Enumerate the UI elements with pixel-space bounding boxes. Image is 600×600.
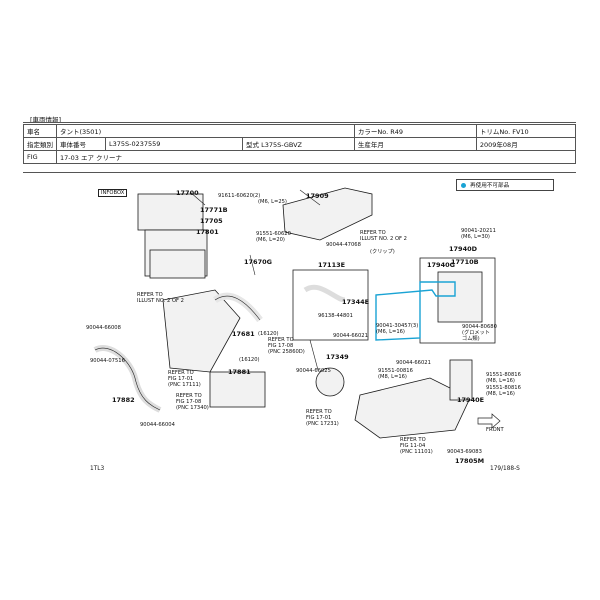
part-17940d: 17940D — [449, 245, 478, 253]
bracket-17940e — [449, 359, 473, 401]
leader — [249, 254, 256, 276]
part-91551: 91551-60620 (M6, L=20) — [256, 231, 291, 243]
part-90041-30457: 90041-30457(3) (M6, L=16) — [376, 323, 419, 335]
page-code-left: 1TL3 — [90, 466, 105, 472]
part-17681: 17681 — [232, 330, 255, 338]
refer-illust-2b: REFER TO ILLUST NO. 2 OF 2 — [137, 292, 184, 304]
part-90044-47068: 90044-47068 — [326, 242, 361, 248]
part-90044-07516: 90044-07516 — [90, 358, 125, 364]
intake-manifold — [162, 289, 241, 373]
part-17705: 17705 — [200, 217, 223, 225]
refer-11-04: REFER TO FIG 11-04 (PNC 11101) — [400, 437, 433, 455]
page-code-right: 179/188-S — [490, 466, 520, 472]
part-17881: 17881 — [228, 368, 251, 376]
turbo-17349 — [315, 367, 345, 397]
part-17349: 17349 — [326, 353, 349, 361]
intercooler-17940d — [437, 271, 483, 323]
cylinder-head — [354, 377, 471, 439]
part-17670g: 17670G — [244, 258, 272, 266]
leader — [189, 191, 206, 206]
fig-value: 17-03 エア クリーナ — [56, 150, 576, 164]
part-17940e: 17940E — [457, 396, 485, 404]
part-90044-80680: 90044-80680 (グロメット ゴム類) — [462, 324, 497, 342]
part-17882: 17882 — [112, 396, 135, 404]
section-title: [車両情報] — [30, 116, 62, 124]
part-90044-66008: 90044-66008 — [86, 325, 121, 331]
part-91611: 91611-60620(2) — [218, 193, 261, 199]
air-filter — [149, 249, 206, 279]
legend-reuse: 再使用不可部品 — [456, 179, 554, 191]
part-16120b: (16120) — [239, 357, 260, 363]
divider — [23, 122, 576, 123]
part-90044-66025: 90044-66025 — [296, 368, 331, 374]
refer-17-01a: REFER TO FIG 17-01 (PNC 17111) — [168, 370, 201, 388]
leader — [309, 339, 319, 371]
part-17771b: 17771B — [200, 206, 228, 214]
air-cleaner-cap — [137, 193, 204, 231]
engine-cover — [282, 187, 373, 241]
refer-17-01b: REFER TO FIG 17-01 (PNC 17231) — [306, 409, 339, 427]
part-90044-66021: 90044-66021 — [333, 333, 368, 339]
front-arrow-icon — [477, 413, 501, 429]
box-17113e — [292, 269, 369, 341]
reuse-outline — [375, 281, 456, 341]
part-90041-20211: 90041-20211 (M6, L=30) — [461, 228, 496, 240]
hose-17344e — [303, 284, 346, 303]
part-17113e: 17113E — [318, 261, 346, 269]
front-label: FRONT — [486, 427, 504, 433]
part-91551-80816b: 91551-80816 (M8, L=16) — [486, 385, 521, 397]
part-96138: 96138-44801 — [318, 313, 353, 319]
infobox: INFOBOX — [98, 189, 128, 197]
part-90044-66004: 90044-66004 — [140, 422, 175, 428]
part-90044-66021b: 90044-66021 — [396, 360, 431, 366]
part-17344e: 17344E — [342, 298, 370, 306]
part-17909: 17909 — [306, 192, 329, 200]
hose-1-outline — [214, 295, 261, 321]
legend-dot-icon — [461, 182, 466, 188]
part-17805m: 17805M — [455, 457, 485, 465]
type-label: 型式 — [246, 141, 259, 149]
part-17801: 17801 — [196, 228, 219, 236]
divider — [23, 172, 576, 173]
refer-illust-2: REFER TO ILLUST NO. 2 OF 2 — [360, 230, 407, 242]
part-17700: 17700 — [176, 189, 199, 197]
vehicle-info-table: 車名 タント(3501) カラーNo. R49 トリムNo. FV10 指定類別… — [23, 124, 577, 164]
refer-17-08b: REFER TO FIG 17-08 (PNC 17340) — [176, 393, 209, 411]
part-17710b: 17710B — [451, 258, 479, 266]
part-m6l25: (M6, L=25) — [258, 199, 287, 205]
refer-17-08: REFER TO FIG 17-08 (PNC 25860D) — [268, 337, 305, 355]
part-91551-00816: 91551-00816 (M8, L=16) — [378, 368, 413, 380]
legend-text: 再使用不可部品 — [470, 183, 510, 189]
part-90043-69083: 90043-69083 — [447, 449, 482, 455]
part-17940g: 17940G — [427, 261, 455, 269]
part-16120: (16120) — [258, 331, 279, 337]
hose-17881 — [209, 371, 266, 408]
type-value: L375S-GBVZ — [261, 141, 303, 149]
part-91551-80816: 91551-80816 (M8, L=16) — [486, 372, 521, 384]
car-name-label: 車名 — [23, 124, 57, 138]
leader — [299, 189, 321, 206]
clip: (クリップ) — [370, 249, 395, 255]
